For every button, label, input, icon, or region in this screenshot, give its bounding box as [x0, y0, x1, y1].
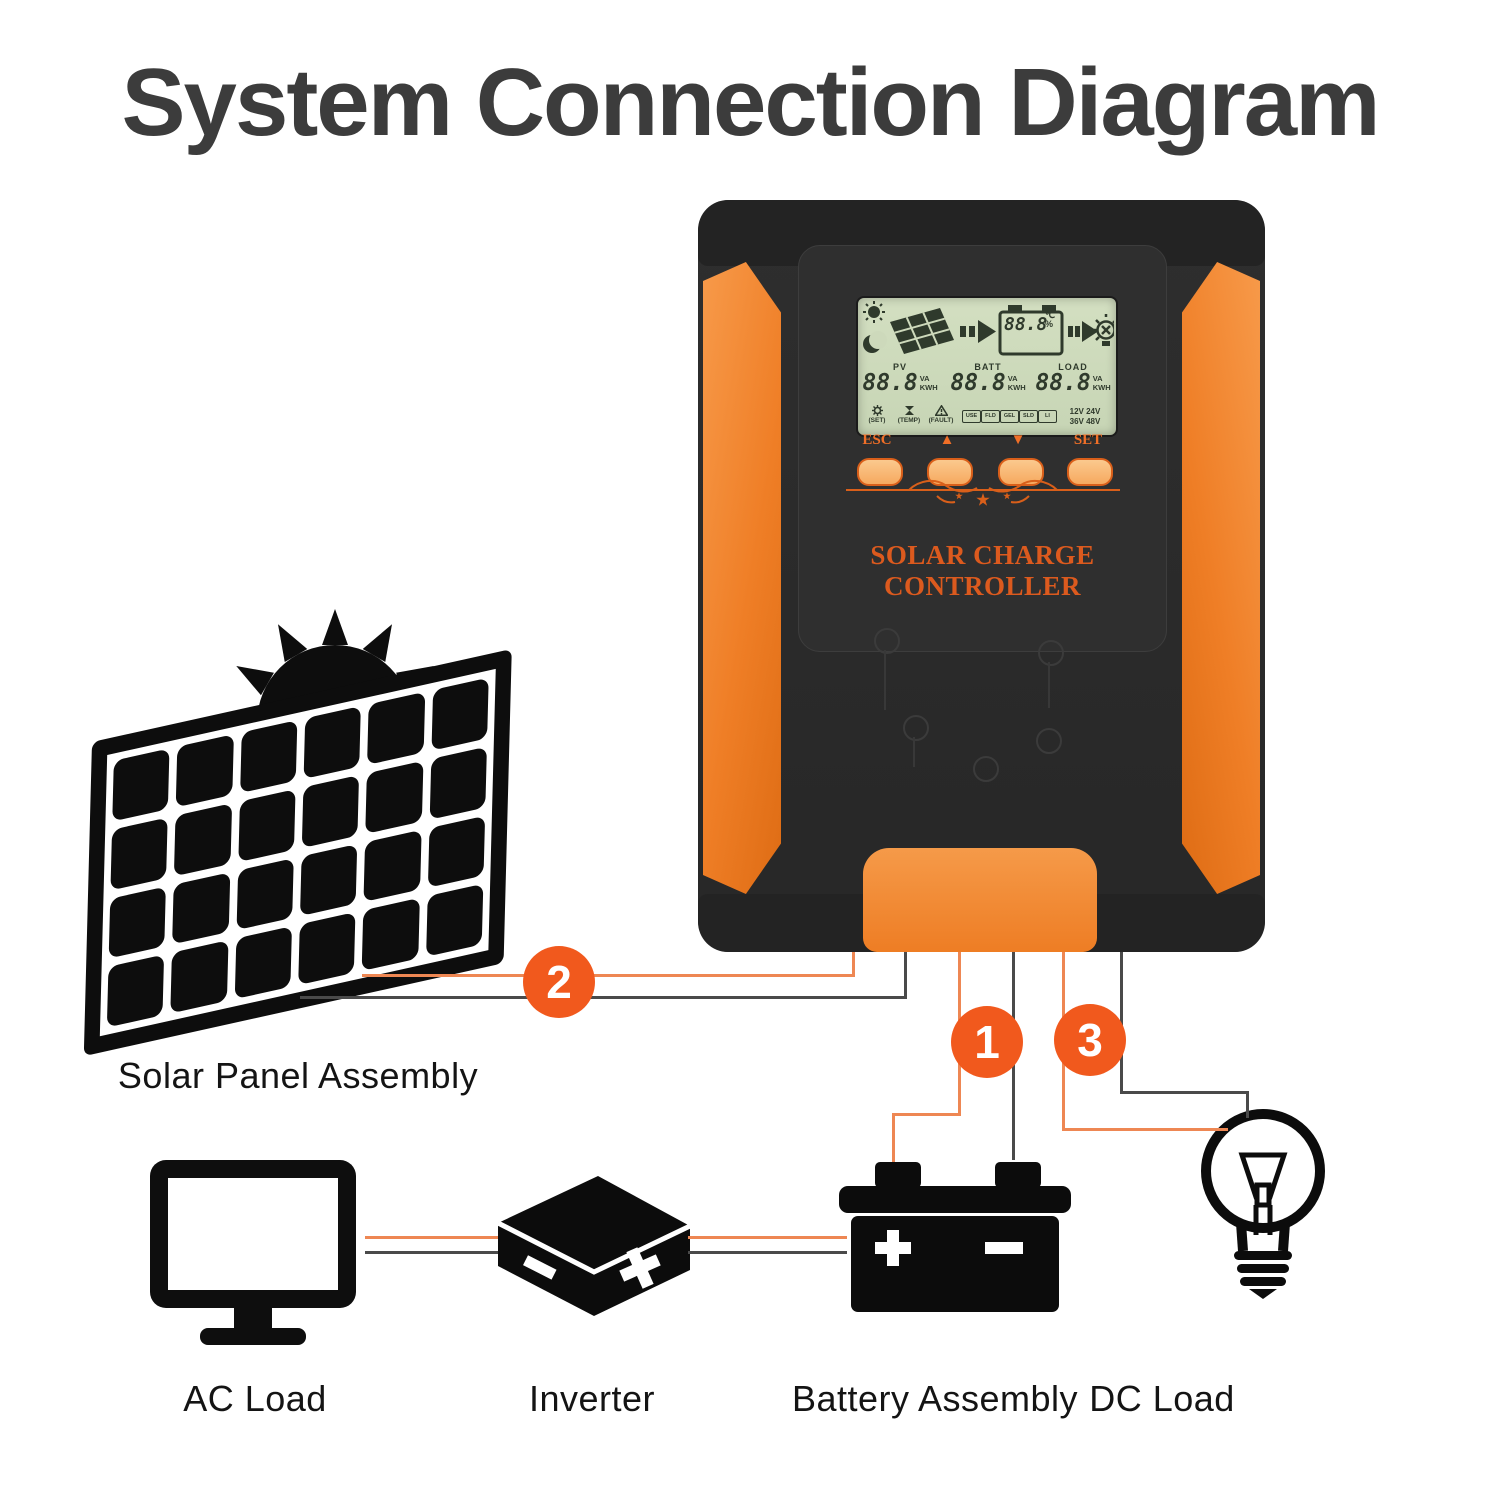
lcd-meter-load: LOAD 88.8 VA KWH — [1034, 362, 1112, 395]
wire-load-gray-horizontal — [1120, 1091, 1249, 1094]
wire-pv-gray-horizontal — [300, 996, 907, 999]
battery-type-box: USE — [962, 410, 981, 423]
screw-icon — [973, 756, 999, 782]
battery-type-box: FLD — [981, 410, 1000, 423]
connection-badge-3: 3 — [1054, 1004, 1126, 1076]
trace-line — [1048, 662, 1050, 708]
terminal-cover-tab — [863, 848, 1097, 952]
screw-icon — [1036, 728, 1062, 754]
minus-mark — [523, 1255, 557, 1280]
lcd-battery-temp-units: ℃ % — [1045, 311, 1061, 329]
battery-lcd-icon — [998, 305, 1064, 356]
ac-load-label: AC Load — [183, 1378, 327, 1419]
meter-value: 88.8 — [1035, 370, 1091, 396]
meter-label: PV — [892, 362, 907, 372]
decorative-flourish — [908, 479, 1058, 506]
controller-right-rail — [1182, 262, 1260, 894]
page-title: System Connection Diagram — [121, 49, 1381, 156]
controller-brand-text: SOLAR CHARGE CONTROLLER — [870, 540, 1095, 601]
arrow-right-icon — [1068, 321, 1098, 342]
down-arrow-icon: ▼ — [1010, 432, 1026, 448]
wire-inverter-gray — [688, 1251, 847, 1254]
wire-battery-orange-horizontal — [892, 1113, 961, 1116]
connection-badge-2: 2 — [523, 946, 595, 1018]
percent-label: % — [1045, 319, 1054, 329]
lcd-status-temp: (TEMP) — [894, 405, 924, 424]
wire-acload-gray — [365, 1251, 498, 1254]
controller-front-bezel: 88.8 ℃ % PV 88.8 VA KWH — [798, 245, 1167, 652]
set-button-label: SET — [1073, 432, 1103, 448]
lcd-meter-batt: BATT 88.8 VA KWH — [946, 362, 1030, 395]
sun-icon — [868, 306, 880, 318]
temp-sensor-icon — [904, 406, 914, 415]
wire-battery-orange-drop — [892, 1113, 895, 1162]
solar-panel-lcd-icon — [890, 308, 954, 354]
decorative-divider — [846, 489, 1120, 491]
solar-panel-label: Solar Panel Assembly — [117, 1055, 479, 1096]
trace-line — [913, 737, 915, 767]
badge-number: 3 — [1077, 1014, 1103, 1066]
arrow-right-icon — [960, 320, 996, 343]
wire-pv-orange-horizontal — [362, 974, 855, 977]
battery-label: Battery Assembly — [791, 1378, 1079, 1419]
lcd-display: 88.8 ℃ % PV 88.8 VA KWH — [856, 296, 1118, 437]
meter-units: VA KWH — [919, 374, 938, 392]
wire-acload-orange — [365, 1236, 498, 1239]
warning-triangle-icon — [934, 405, 948, 416]
meter-value: 88.8 — [950, 370, 1006, 396]
wire-inverter-orange — [688, 1236, 847, 1239]
lcd-status-set: (SET) — [862, 405, 892, 424]
screw-icon — [1038, 640, 1064, 666]
plus-mark — [619, 1247, 661, 1289]
screw-icon — [874, 628, 900, 654]
monitor-icon — [150, 1160, 356, 1345]
minus-terminal-mark — [985, 1242, 1023, 1254]
dc-load-label: DC Load — [1089, 1378, 1235, 1419]
wire-pv-gray-vertical — [904, 941, 907, 999]
connection-badge-1: 1 — [951, 1006, 1023, 1078]
battery-icon — [839, 1162, 1071, 1312]
bulb-lcd-icon — [1094, 314, 1114, 346]
charge-controller-device: 88.8 ℃ % PV 88.8 VA KWH — [698, 200, 1265, 952]
meter-label: BATT — [974, 362, 1002, 372]
lcd-status-fault: (FAULT) — [926, 405, 956, 424]
esc-button[interactable] — [857, 458, 903, 486]
badge-number: 2 — [546, 956, 572, 1008]
celsius-label: ℃ — [1045, 310, 1056, 320]
lcd-icon-row — [863, 301, 1114, 356]
lcd-meter-pv: PV 88.8 VA KWH — [862, 362, 938, 395]
lcd-battery-temp-value: 88.8 — [1004, 314, 1048, 335]
gear-icon — [871, 405, 883, 416]
filament — [1238, 1152, 1288, 1235]
meter-units: VA KWH — [1092, 374, 1111, 392]
badge-number: 1 — [974, 1016, 1000, 1068]
esc-button-label: ESC — [862, 432, 892, 448]
set-button[interactable] — [1067, 458, 1113, 486]
battery-type-box: GEL — [1000, 410, 1019, 423]
meter-units: VA KWH — [1007, 374, 1026, 392]
wire-pv-orange-vertical — [852, 941, 855, 977]
plus-terminal-mark — [875, 1230, 911, 1266]
up-arrow-icon: ▲ — [939, 432, 955, 448]
screw-icon — [903, 715, 929, 741]
meter-value: 88.8 — [862, 370, 918, 396]
inverter-icon — [496, 1176, 692, 1316]
controller-left-rail — [703, 262, 781, 894]
wire-load-orange-horizontal — [1062, 1128, 1228, 1131]
trace-line — [884, 650, 886, 710]
inverter-label: Inverter — [528, 1378, 656, 1419]
meter-label: LOAD — [1058, 362, 1088, 372]
wire-load-gray-drop — [1246, 1091, 1249, 1118]
battery-type-box: LI — [1038, 410, 1057, 423]
wire-load-gray-vertical — [1120, 941, 1123, 1094]
lcd-voltage-options: 12V 24V 36V 48V — [1069, 407, 1101, 426]
light-bulb-icon — [1201, 1109, 1325, 1299]
battery-type-box: SLD — [1019, 410, 1038, 423]
